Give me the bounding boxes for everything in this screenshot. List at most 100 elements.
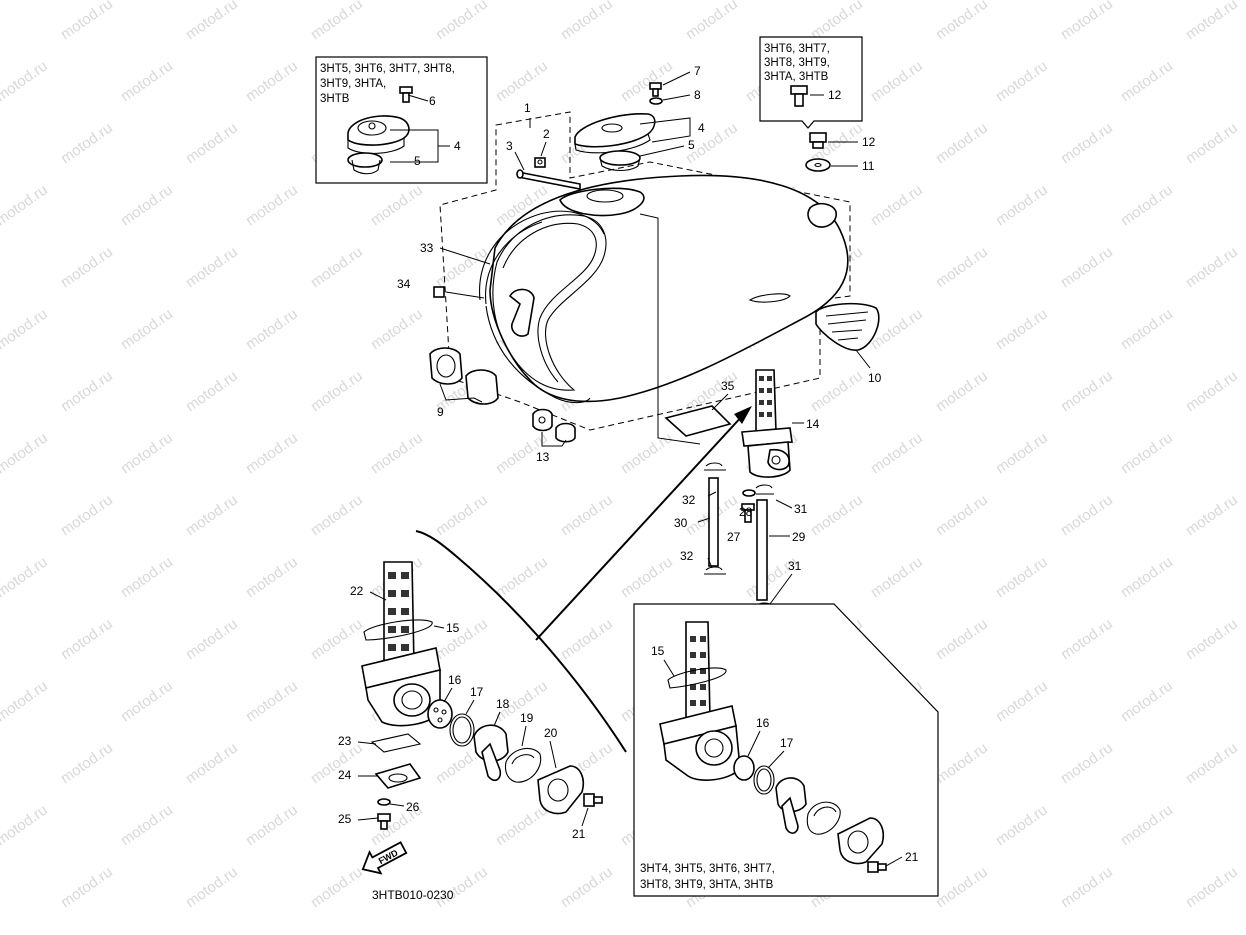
callout-34: 34 — [397, 277, 411, 291]
watermark-text: motod.ru — [933, 119, 991, 167]
label-35-part — [664, 405, 732, 437]
diagram-code: 3HTB010-0230 — [372, 888, 454, 902]
watermark-text: motod.ru — [243, 305, 301, 353]
washer-28-part — [742, 489, 756, 497]
callout-19: 19 — [520, 711, 534, 725]
clip-32-lower-part — [704, 566, 726, 575]
washer-11-part — [805, 158, 831, 172]
watermark-text: motod.ru — [118, 677, 176, 725]
watermark-text: motod.ru — [993, 553, 1051, 601]
watermark-text: motod.ru — [0, 429, 51, 477]
watermark-text: motod.ru — [933, 243, 991, 291]
watermark-text: motod.ru — [993, 57, 1051, 105]
callout-7: 7 — [694, 64, 701, 78]
watermark-text: motod.ru — [118, 553, 176, 601]
callout-9: 9 — [437, 405, 444, 419]
watermark-text: motod.ru — [58, 615, 116, 663]
watermark-text: motod.ru — [0, 181, 51, 229]
fuel-cock-detail-left — [361, 530, 627, 830]
callout-30: 30 — [674, 516, 688, 530]
clip-32-upper-part — [704, 462, 726, 471]
callout-15-right: 15 — [651, 644, 665, 658]
callout-20: 20 — [544, 726, 558, 740]
watermark-text: motod.ru — [118, 429, 176, 477]
watermark-text: motod.ru — [58, 0, 116, 43]
callout-21-left: 21 — [572, 827, 586, 841]
watermark-text: motod.ru — [118, 181, 176, 229]
watermark-text: motod.ru — [58, 119, 116, 167]
callout-31-upper: 31 — [794, 502, 808, 516]
watermark-text: motod.ru — [1058, 119, 1116, 167]
watermark-text: motod.ru — [993, 677, 1051, 725]
watermark-text: motod.ru — [183, 739, 241, 787]
watermark-text: motod.ru — [58, 243, 116, 291]
watermark-text: motod.ru — [0, 305, 51, 353]
fuel-cock-14-part — [741, 369, 793, 478]
watermark-text: motod.ru — [993, 801, 1051, 849]
watermark-text: motod.ru — [1183, 0, 1241, 43]
bolt-3-part — [516, 169, 581, 190]
watermark-text: motod.ru — [868, 181, 926, 229]
watermark-text: motod.ru — [1058, 243, 1116, 291]
watermark-text: motod.ru — [308, 863, 366, 911]
watermark-text: motod.ru — [1118, 57, 1176, 105]
variant-box-bottom-right-line-2: 3HT8, 3HT9, 3HTA, 3HTB — [640, 879, 774, 891]
watermark-text: motod.ru — [1183, 243, 1241, 291]
watermark-text: motod.ru — [433, 615, 491, 663]
watermark-text: motod.ru — [558, 491, 616, 539]
watermark-text: motod.ru — [183, 615, 241, 663]
watermark-text: motod.ru — [118, 801, 176, 849]
watermark-text: motod.ru — [433, 0, 491, 43]
watermark-text: motod.ru — [1183, 367, 1241, 415]
watermark-text: motod.ru — [58, 739, 116, 787]
watermark-text: motod.ru — [1183, 491, 1241, 539]
callout-6: 6 — [429, 94, 436, 108]
watermark-text: motod.ru — [368, 429, 426, 477]
watermark-text: motod.ru — [808, 367, 866, 415]
watermark-text: motod.ru — [868, 57, 926, 105]
fuel-cap-left-part — [347, 115, 410, 175]
variant-box-top-right-line-1: 3HT6, 3HT7, — [764, 43, 830, 55]
watermark-text: motod.ru — [308, 243, 366, 291]
callout-35: 35 — [721, 379, 735, 393]
callout-28: 28 — [739, 505, 753, 519]
screw-6-part — [399, 86, 413, 103]
watermark-text: motod.ru — [308, 491, 366, 539]
variant-box-top-right-line-3: 3HTA, 3HTB — [764, 71, 829, 83]
callout-2: 2 — [543, 127, 550, 141]
watermark-text: motod.ru — [368, 181, 426, 229]
watermark-text: motod.ru — [868, 429, 926, 477]
hose-29-part — [756, 499, 768, 601]
watermark-text: motod.ru — [558, 615, 616, 663]
callout-22: 22 — [350, 584, 364, 598]
callout-27: 27 — [727, 530, 741, 544]
watermark-text: motod.ru — [993, 305, 1051, 353]
watermark-text: motod.ru — [618, 57, 676, 105]
watermark-text: motod.ru — [183, 863, 241, 911]
callout-4-left: 4 — [454, 139, 461, 153]
callout-5-left: 5 — [414, 154, 421, 168]
callout-31-lower: 31 — [788, 559, 802, 573]
hose-30-part — [708, 477, 719, 567]
bolt-27-part — [741, 503, 755, 523]
watermark-text: motod.ru — [308, 739, 366, 787]
callout-26: 26 — [406, 800, 420, 814]
watermark-text: motod.ru — [933, 491, 991, 539]
callout-33: 33 — [420, 241, 434, 255]
screw-7-part — [649, 82, 662, 97]
callout-12: 12 — [862, 135, 876, 149]
watermark-text: motod.ru — [493, 801, 551, 849]
watermark-text: motod.ru — [183, 491, 241, 539]
watermark-text: motod.ru — [243, 553, 301, 601]
callout-8: 8 — [694, 88, 701, 102]
callout-16-left: 16 — [448, 673, 462, 687]
watermark-text: motod.ru — [243, 429, 301, 477]
watermark-text: motod.ru — [1183, 119, 1241, 167]
watermark-text: motod.ru — [368, 305, 426, 353]
callout-32-lower: 32 — [680, 549, 694, 563]
watermark-text: motod.ru — [433, 491, 491, 539]
watermark-text: motod.ru — [1118, 429, 1176, 477]
watermark-text: motod.ru — [1058, 615, 1116, 663]
callout-25: 25 — [338, 812, 352, 826]
